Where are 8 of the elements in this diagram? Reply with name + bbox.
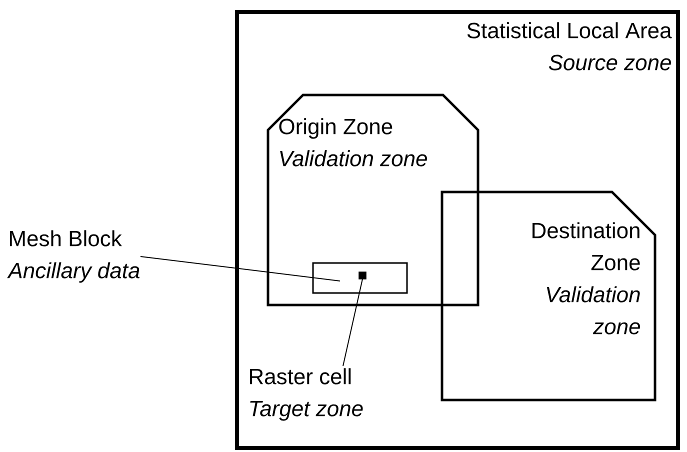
callout-label: Raster cell Target zone <box>250 368 363 421</box>
zone-box: Destination Zone Validation zone <box>440 190 656 402</box>
zone-box: Origin Zone Validation zone <box>266 94 480 306</box>
callout-label: Mesh Block Ancillary data <box>7 230 140 283</box>
block-rectangle <box>312 262 408 294</box>
cell-square <box>358 272 366 280</box>
leader-line <box>342 278 363 366</box>
leader-line <box>140 256 340 282</box>
